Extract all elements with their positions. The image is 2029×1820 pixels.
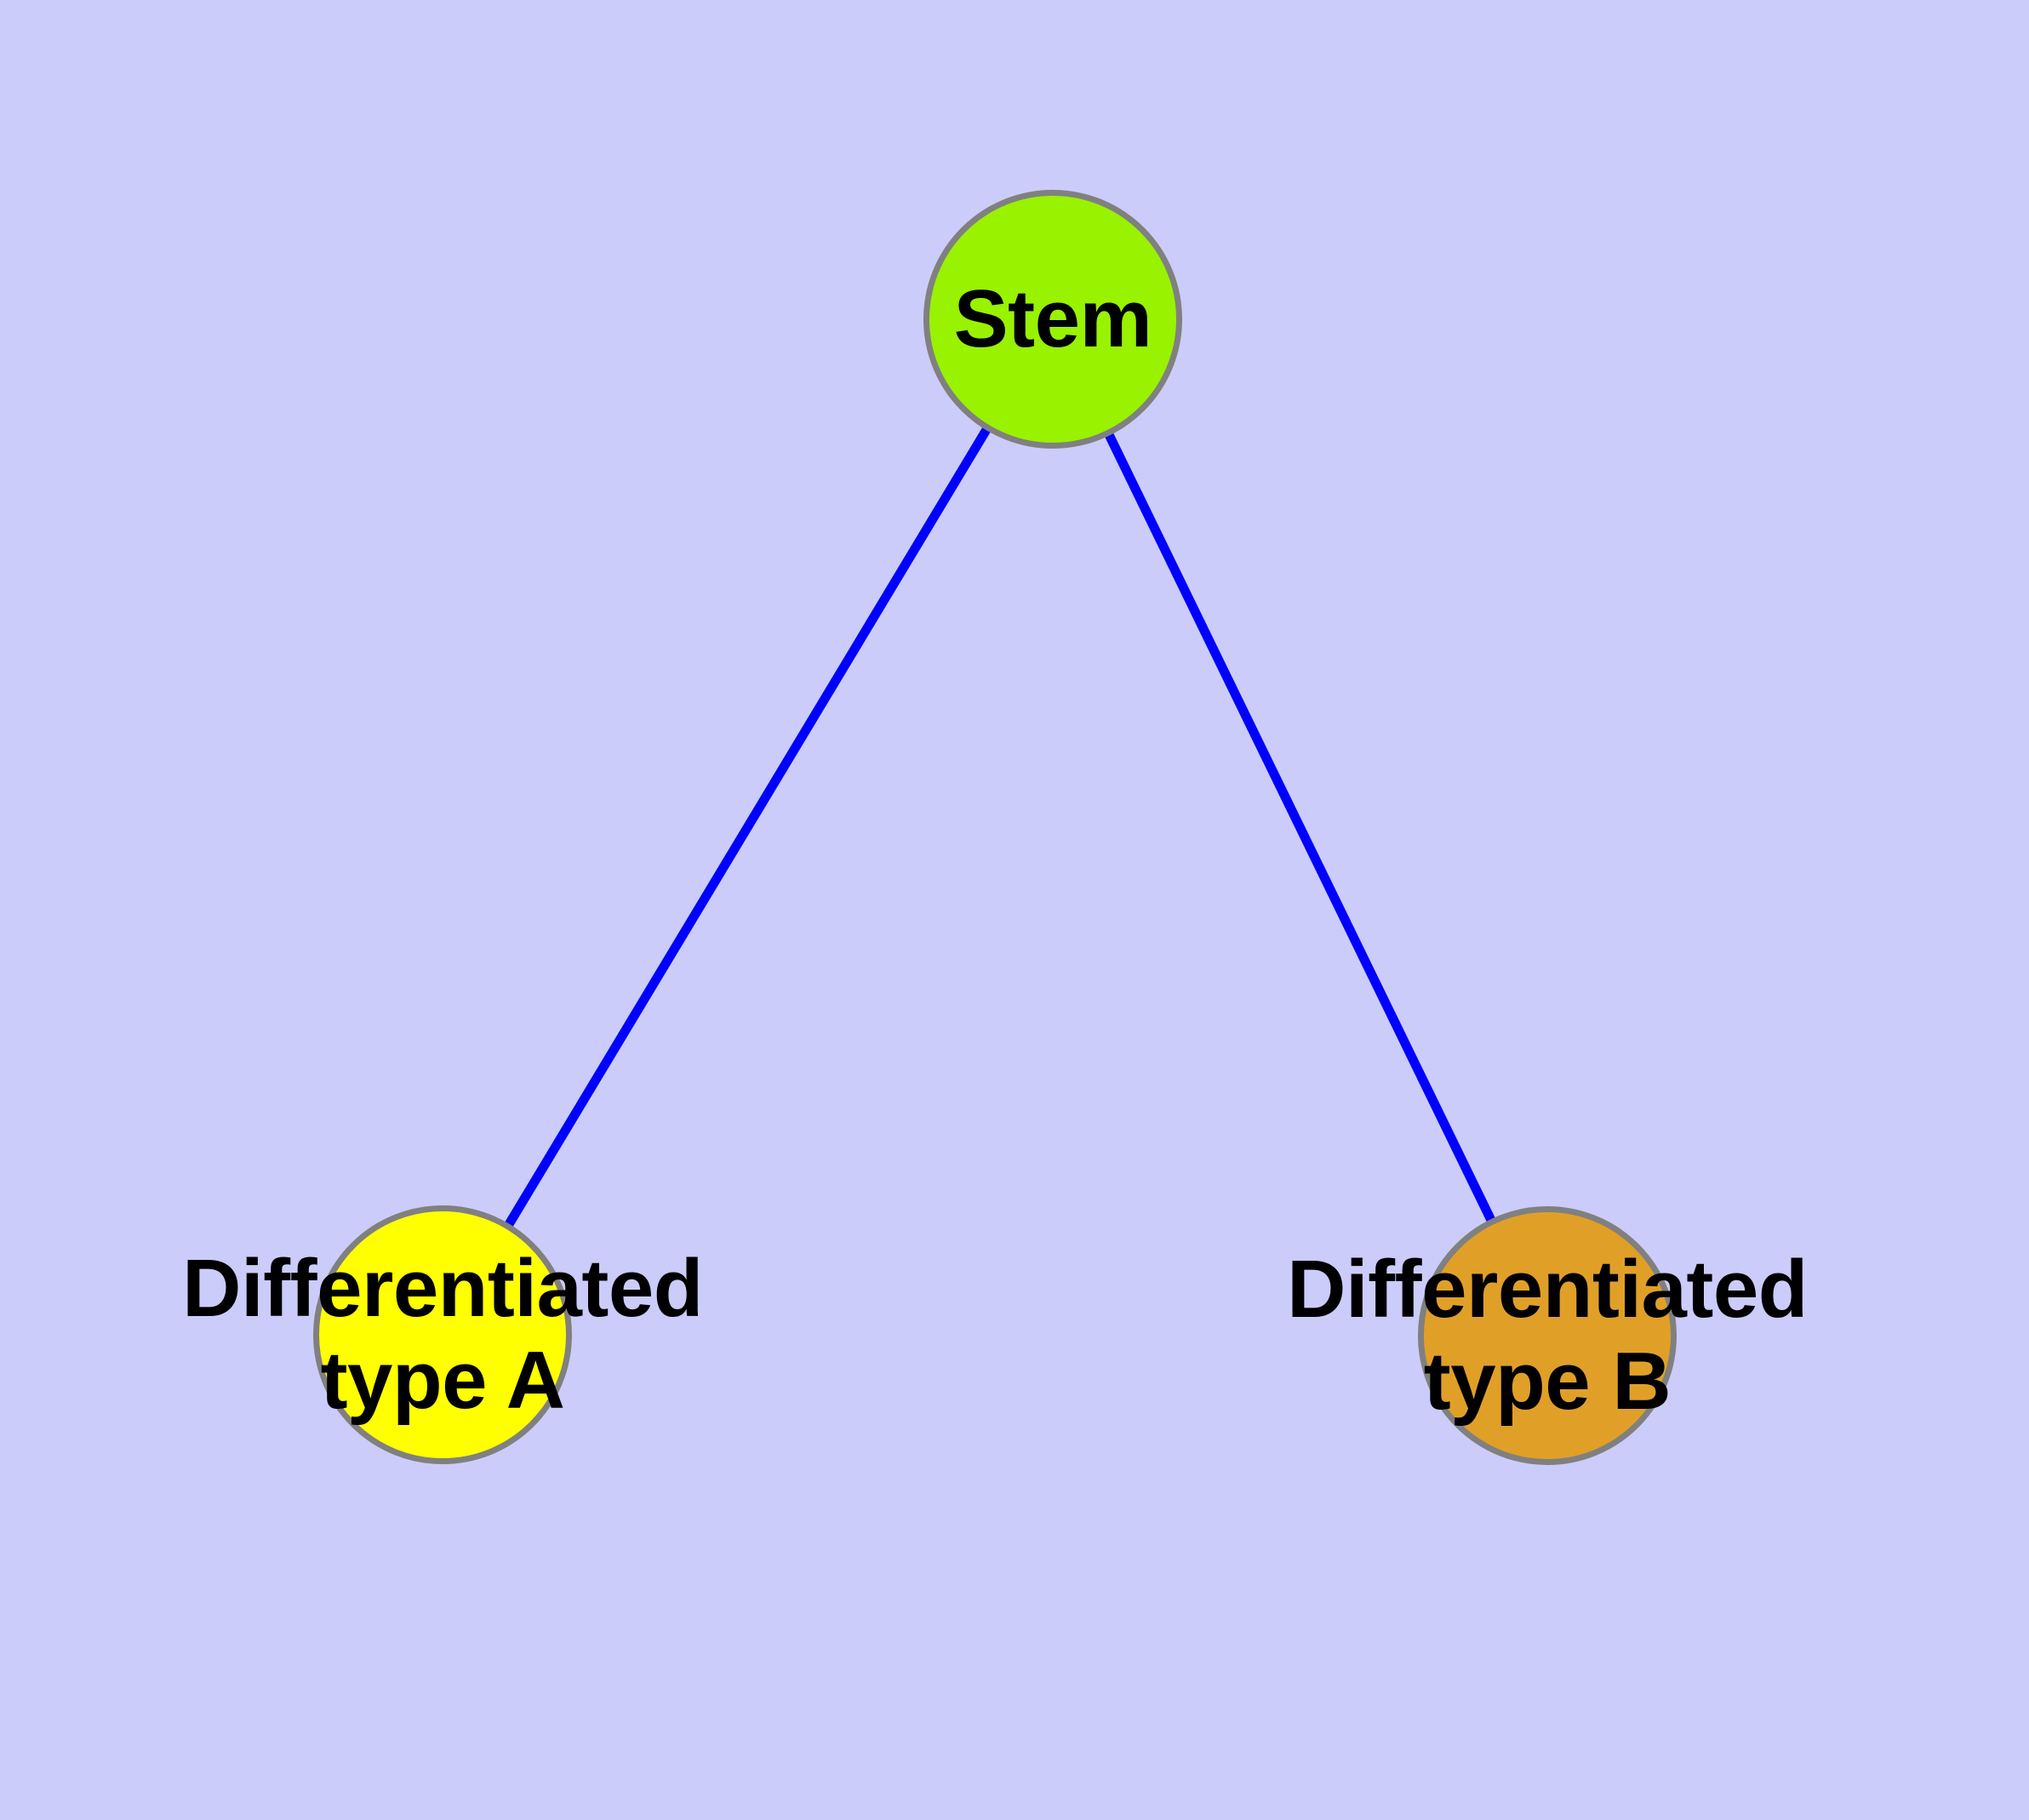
graph-edge: [1104, 432, 1496, 1223]
graph-node-stem[interactable]: [923, 190, 1182, 449]
graph-node-diff_a[interactable]: [313, 1205, 572, 1464]
graph-edge: [504, 426, 992, 1228]
graph-node-diff_b[interactable]: [1418, 1206, 1677, 1465]
